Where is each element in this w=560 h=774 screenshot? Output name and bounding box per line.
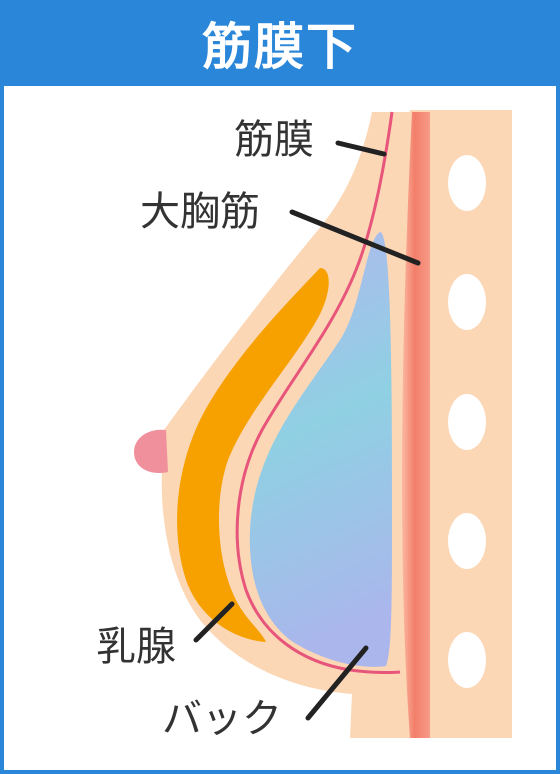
mammary-gland xyxy=(177,268,329,642)
nipple xyxy=(134,429,168,474)
leader-line-fascia xyxy=(335,140,387,157)
rib-hole xyxy=(448,155,486,211)
leader-line-pectoralis xyxy=(289,209,421,266)
leader-line-gland xyxy=(193,601,235,643)
header-title: 筋膜下 xyxy=(202,18,358,76)
fascia-line xyxy=(235,111,401,674)
label-implant: バック xyxy=(162,696,282,742)
leader-lines xyxy=(193,140,421,721)
pectoralis-muscle xyxy=(402,112,430,738)
rib-hole xyxy=(448,274,486,330)
label-mammary-gland: 乳腺 xyxy=(96,624,176,670)
rib-hole xyxy=(448,394,486,450)
label-fascia: 筋膜 xyxy=(234,117,314,163)
header-bar: 筋膜下 xyxy=(0,0,560,86)
rib-hole xyxy=(448,513,486,569)
breast-implant xyxy=(249,232,392,667)
leader-line-implant xyxy=(305,645,369,721)
rib-cross-sections xyxy=(448,155,486,688)
label-pectoralis-major: 大胸筋 xyxy=(140,189,260,235)
rib-hole xyxy=(448,632,486,688)
